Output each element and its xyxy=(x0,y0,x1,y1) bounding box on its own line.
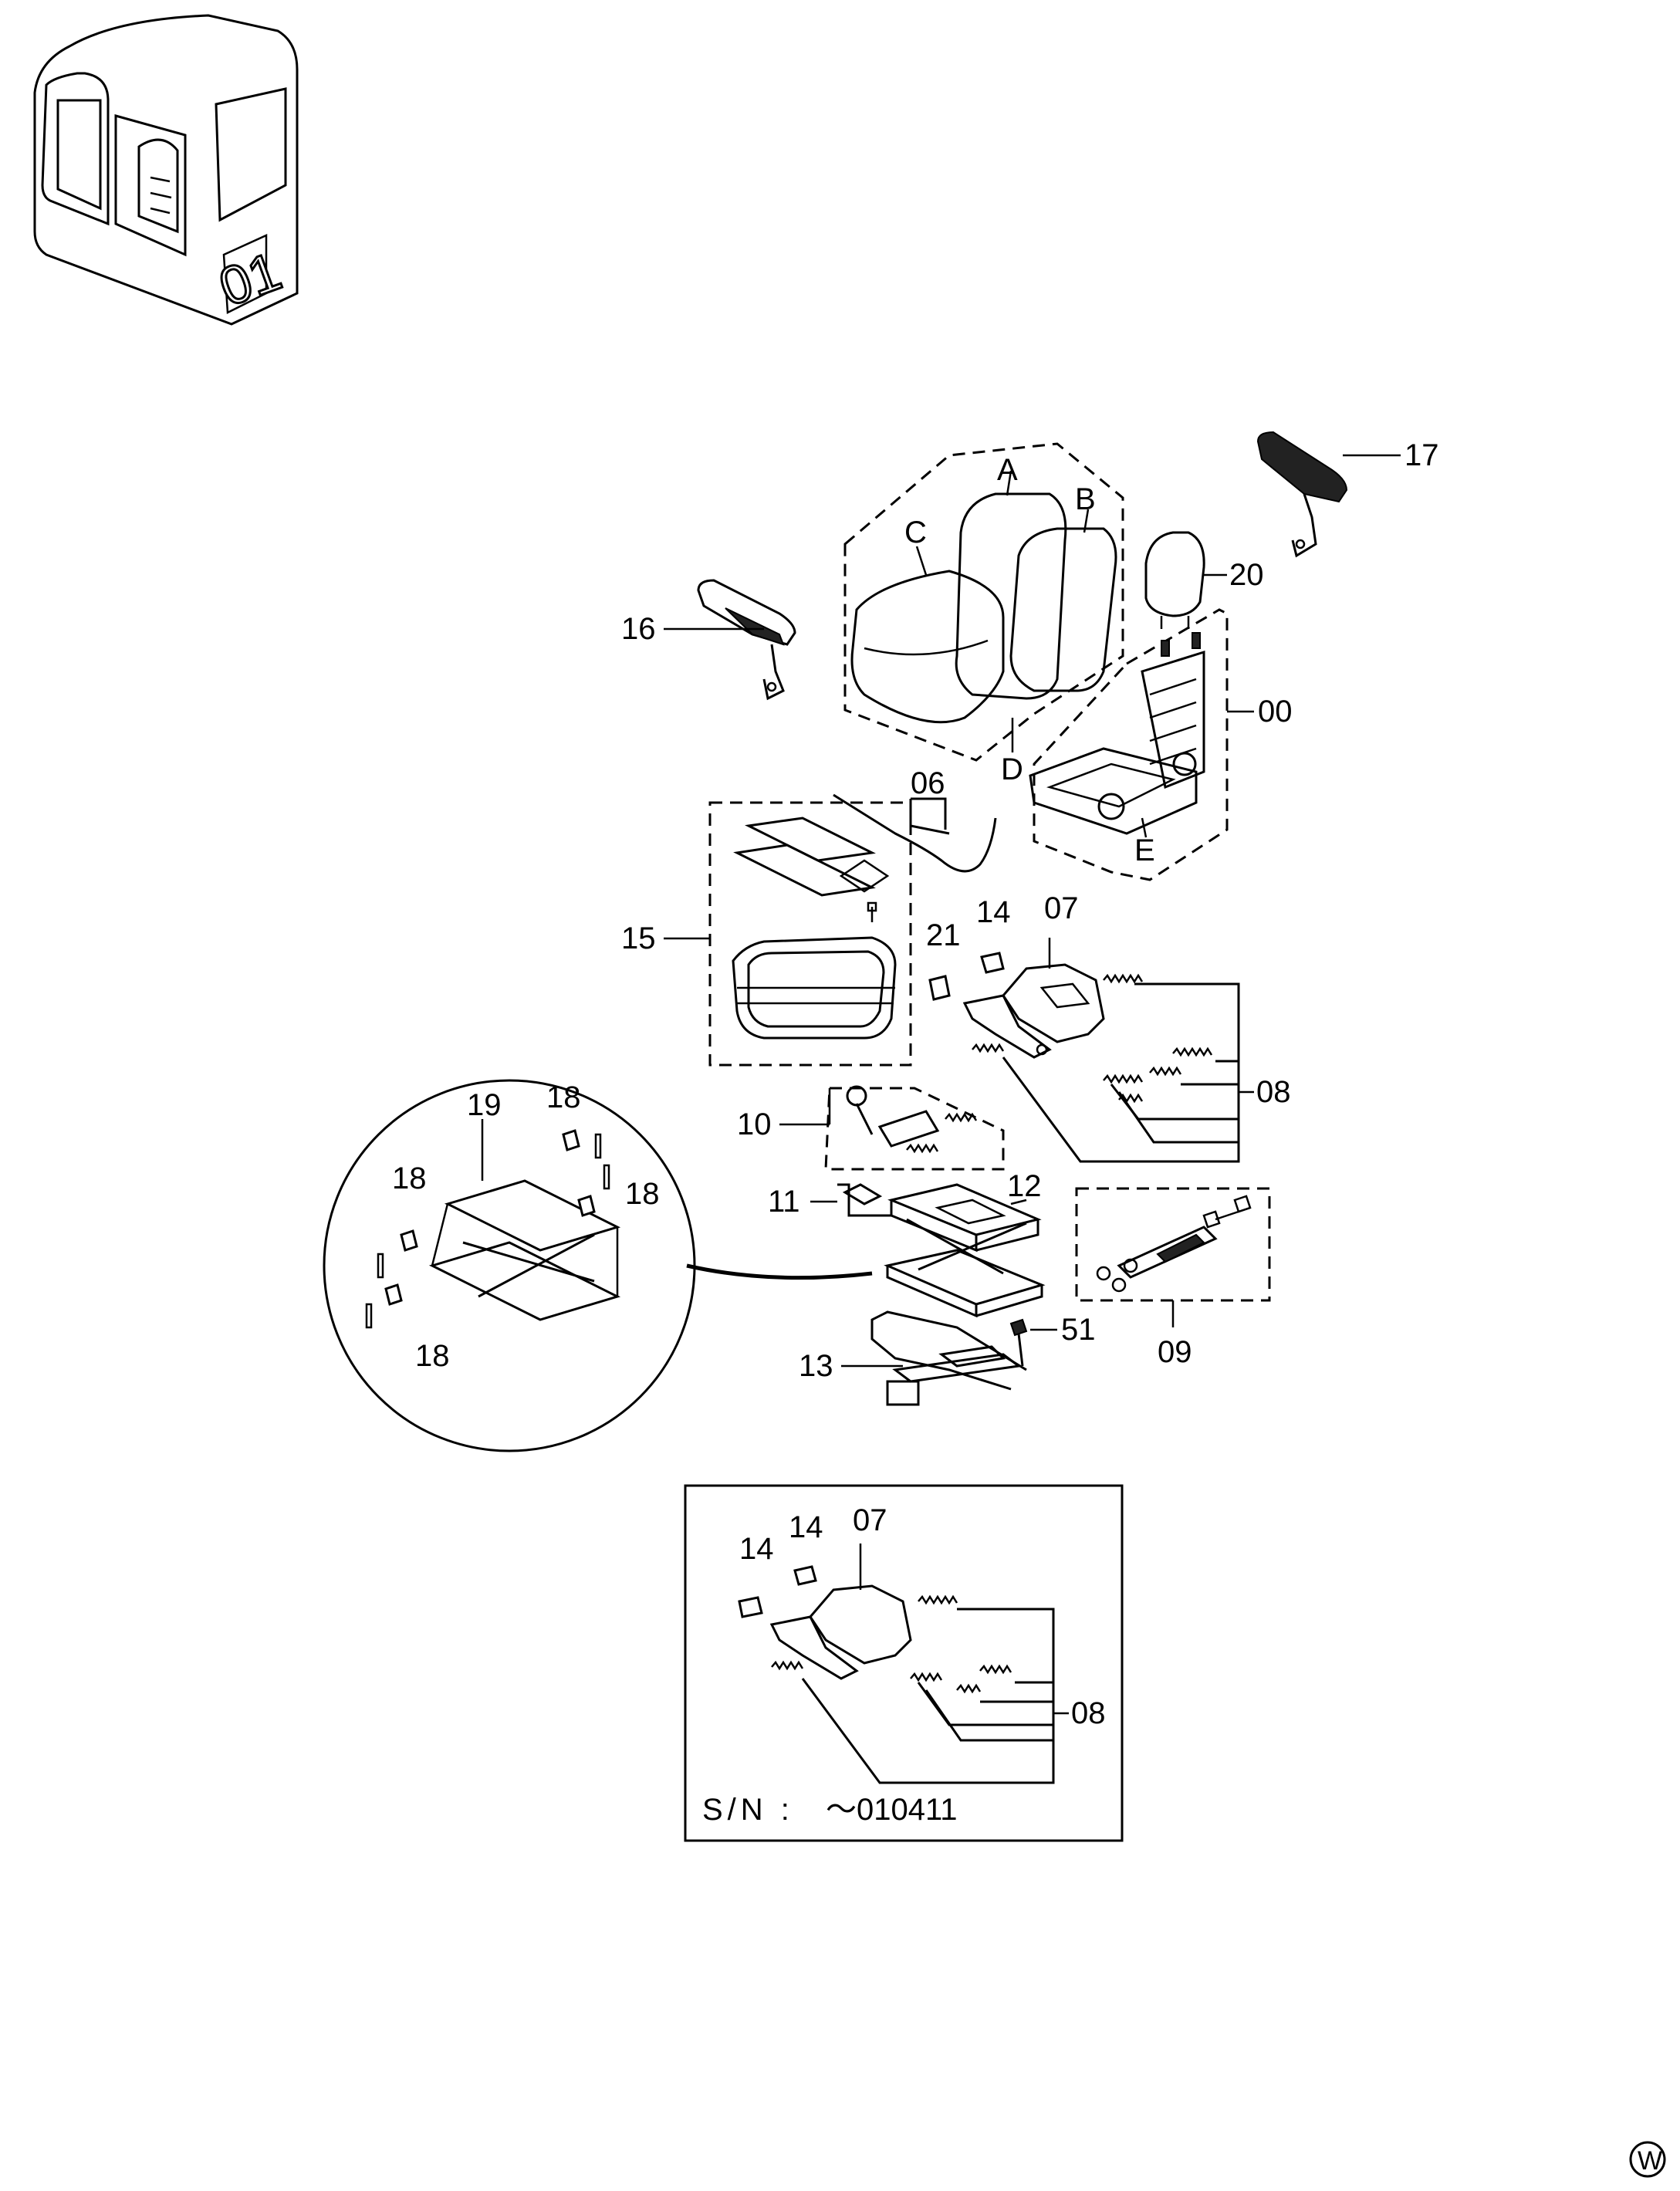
label-18c: 18 xyxy=(625,1177,660,1211)
bracket-07-main: 07 xyxy=(962,891,1105,1059)
label-15: 15 xyxy=(621,921,656,955)
inset-label-14a: 14 xyxy=(739,1532,774,1566)
label-08: 08 xyxy=(1256,1075,1291,1109)
label-13: 13 xyxy=(799,1349,833,1383)
seat-frame-group: 00 E xyxy=(1029,608,1293,881)
bolt-51: 51 xyxy=(1009,1313,1096,1367)
label-16: 16 xyxy=(621,612,656,646)
cab-marking: 01 xyxy=(211,241,289,318)
label-21: 21 xyxy=(926,918,961,952)
suspension-unit-12: 12 xyxy=(884,1169,1046,1318)
label-B: B xyxy=(1075,482,1096,516)
slide-rail-group: 15 xyxy=(621,801,912,1067)
headrest-part: 20 xyxy=(1144,531,1264,629)
label-51: 51 xyxy=(1061,1313,1096,1347)
label-20: 20 xyxy=(1229,558,1264,592)
label-09: 09 xyxy=(1158,1335,1192,1369)
part-11: 11 xyxy=(768,1183,893,1219)
seat-cushion-group: A B C D xyxy=(843,442,1124,786)
lever-assembly-10: 10 xyxy=(737,1085,1005,1171)
corner-mark: W xyxy=(1629,2141,1666,2178)
label-06: 06 xyxy=(911,766,945,800)
label-18d: 18 xyxy=(415,1339,450,1373)
cab-thumbnail: 01 xyxy=(33,14,299,326)
label-D: D xyxy=(1001,752,1023,786)
label-00: 00 xyxy=(1258,695,1293,729)
detail-circle: 19 18 18 18 18 xyxy=(323,1079,873,1452)
label-18a: 18 xyxy=(546,1080,581,1114)
lever-13: 13 xyxy=(799,1310,1027,1406)
inset-label-08: 08 xyxy=(1071,1696,1106,1730)
label-18b: 18 xyxy=(392,1161,427,1195)
corner-mark-letter: W xyxy=(1638,2146,1662,2176)
label-E: E xyxy=(1134,833,1155,867)
serial-range: ～010411 xyxy=(826,1793,958,1827)
shock-absorber-group-09: 09 xyxy=(1075,1187,1271,1369)
label-07: 07 xyxy=(1044,891,1079,925)
springs-08: 08 xyxy=(972,973,1291,1163)
label-12: 12 xyxy=(1007,1169,1042,1203)
label-11: 11 xyxy=(768,1185,800,1219)
label-C: C xyxy=(904,516,927,549)
armrest-left-part: 16 xyxy=(621,579,796,701)
part-14: 14 xyxy=(976,895,1011,974)
label-17: 17 xyxy=(1405,438,1439,472)
armrest-right-part: 17 xyxy=(1256,431,1439,558)
label-14: 14 xyxy=(976,895,1011,929)
part-21: 21 xyxy=(926,918,961,1001)
label-A: A xyxy=(997,453,1018,487)
inset-label-07: 07 xyxy=(853,1503,887,1537)
label-10: 10 xyxy=(737,1107,772,1141)
label-19: 19 xyxy=(467,1088,502,1122)
serial-prefix: S/N : xyxy=(702,1793,794,1827)
serial-inset-box: 14 14 07 08 S/N : ～010411 xyxy=(684,1484,1124,1842)
inset-label-14b: 14 xyxy=(789,1510,823,1544)
